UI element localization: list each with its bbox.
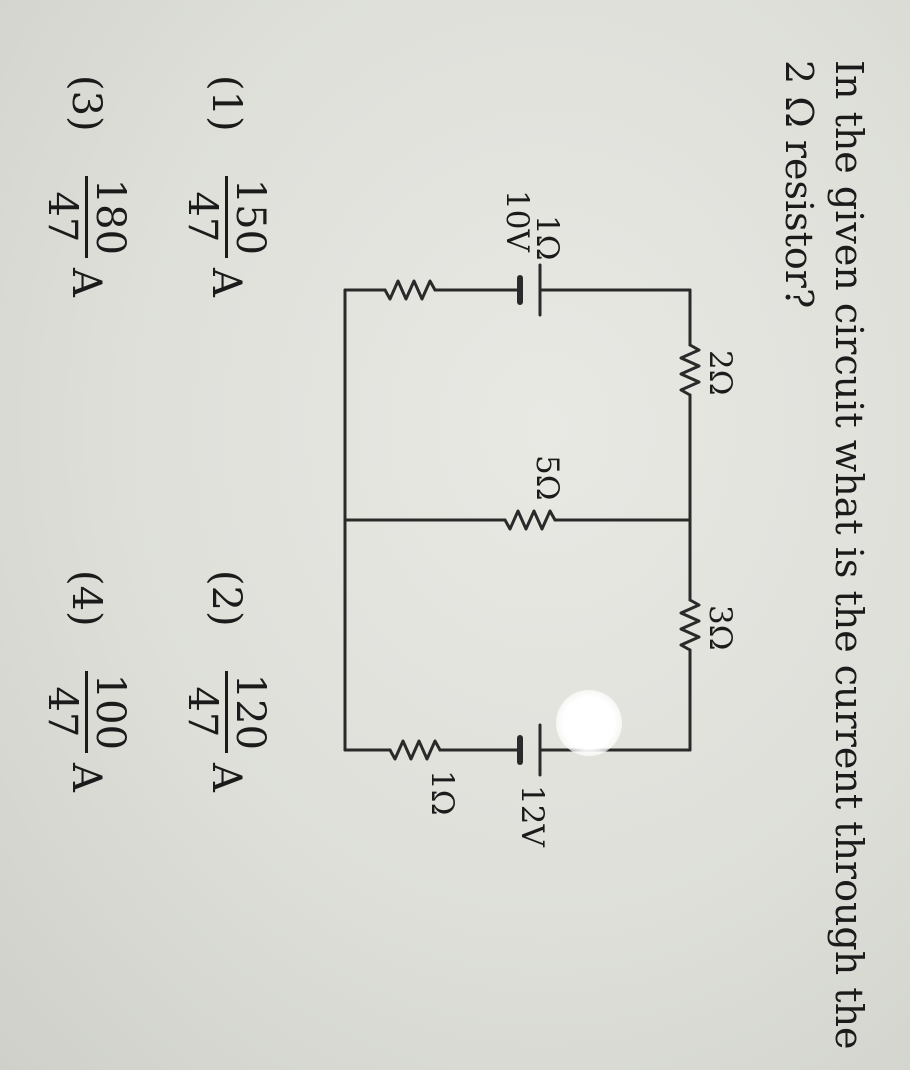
option-4[interactable]: (4) 100 47 A: [39, 570, 133, 792]
option-4-fraction: 100 47: [39, 670, 133, 754]
option-2-number: (2): [203, 570, 249, 627]
label-1ohm-right: 1Ω: [424, 770, 460, 816]
option-4-denominator: 47: [39, 686, 85, 738]
label-5ohm: 5Ω: [529, 455, 565, 501]
resistor-5ohm: [503, 509, 557, 531]
option-3-numerator: 180: [85, 175, 133, 259]
option-1-numerator: 150: [225, 175, 273, 259]
label-2ohm: 2Ω: [702, 350, 738, 396]
option-4-numerator: 100: [85, 670, 133, 754]
option-2-unit: A: [203, 763, 249, 792]
option-3-denominator: 47: [39, 191, 85, 243]
resistor-1ohm-right: [388, 739, 442, 761]
option-1-denominator: 47: [179, 191, 225, 243]
option-4-unit: A: [63, 763, 109, 792]
option-3-unit: A: [63, 268, 109, 297]
option-2[interactable]: (2) 120 47 A: [179, 570, 273, 792]
option-2-fraction: 120 47: [179, 670, 273, 754]
option-1-unit: A: [203, 268, 249, 297]
label-10v: 10V: [499, 190, 535, 252]
option-3-number: (3): [63, 75, 109, 132]
option-4-number: (4): [63, 570, 109, 627]
label-12v: 12V: [514, 785, 550, 847]
camera-flash-glare: [556, 690, 622, 756]
resistor-1ohm-left: [383, 279, 437, 301]
option-1[interactable]: (1) 150 47 A: [179, 75, 273, 297]
option-1-number: (1): [203, 75, 249, 132]
resistor-3ohm: [679, 598, 701, 652]
option-3[interactable]: (3) 180 47 A: [39, 75, 133, 297]
resistor-2ohm: [679, 343, 701, 397]
option-1-fraction: 150 47: [179, 175, 273, 259]
label-3ohm: 3Ω: [702, 605, 738, 651]
option-2-numerator: 120: [225, 670, 273, 754]
option-2-denominator: 47: [179, 686, 225, 738]
option-3-fraction: 180 47: [39, 175, 133, 259]
